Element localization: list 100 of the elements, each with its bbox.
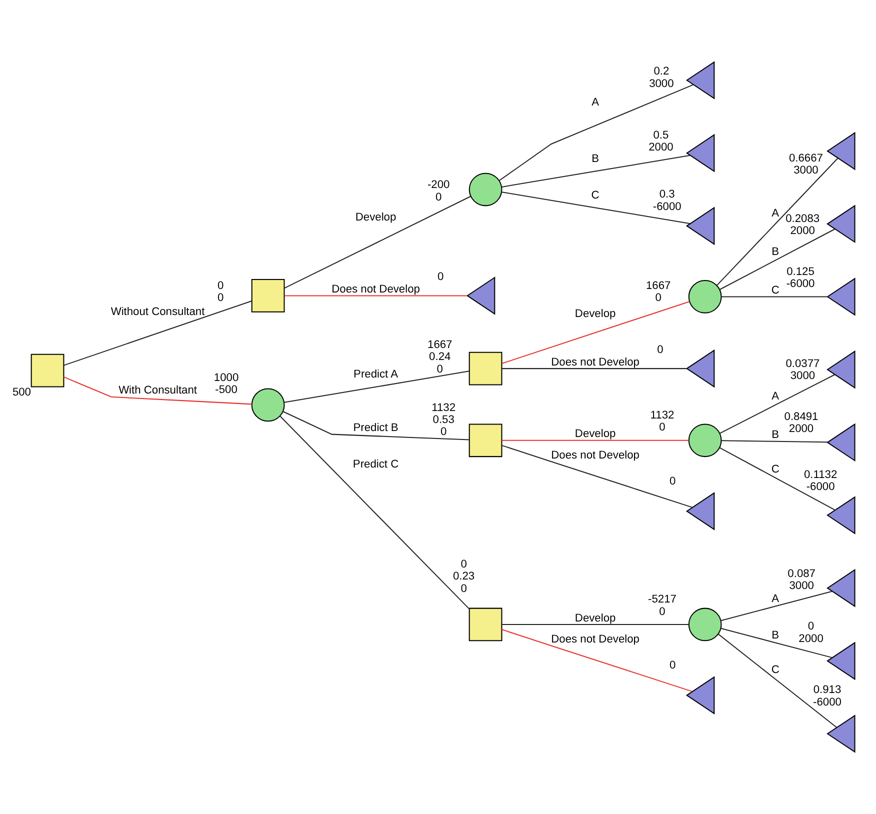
- edge-label: A: [772, 593, 780, 606]
- node-label: 1667: [646, 280, 671, 292]
- connector: [720, 628, 832, 658]
- node-label: 0.0377: [786, 358, 820, 370]
- node-circle: [688, 608, 722, 642]
- node-triangle: [826, 496, 856, 534]
- edge-label: Develop: [574, 428, 616, 440]
- node-label: 0.2: [654, 66, 670, 78]
- edge-label: C: [771, 664, 780, 676]
- node-label: -6000: [786, 278, 815, 290]
- edge-label: Without Consultant: [110, 306, 205, 318]
- connector: [719, 447, 836, 510]
- node-box: [468, 608, 502, 642]
- node-label: 0: [217, 280, 224, 292]
- node-label: -6000: [806, 481, 835, 494]
- node-label: 0: [808, 620, 814, 633]
- node-box: [30, 354, 64, 388]
- edge-label: B: [772, 429, 780, 442]
- connector: [284, 370, 470, 403]
- connector: [64, 376, 252, 405]
- node-label: 0.53: [432, 414, 454, 426]
- edge-label: Predict C: [352, 458, 399, 470]
- node-circle: [468, 172, 502, 206]
- node-label: 500: [12, 386, 31, 399]
- node-label: 0: [460, 558, 467, 571]
- edge-label: Does not Develop: [551, 449, 640, 462]
- node-label: 0: [659, 422, 666, 434]
- node-label: 0: [217, 292, 224, 304]
- node-label: 0.5: [653, 129, 669, 142]
- edge-label: A: [772, 390, 780, 403]
- node-label: 3000: [790, 370, 816, 382]
- connector: [280, 416, 470, 610]
- edge-label: Predict B: [353, 422, 398, 434]
- node-label: 0: [659, 606, 666, 618]
- node-triangle: [826, 423, 856, 462]
- node-label: -200: [427, 179, 450, 192]
- node-label: 0: [436, 363, 443, 376]
- node-label: 1132: [432, 402, 456, 414]
- connector: [716, 158, 838, 286]
- node-box: [468, 424, 502, 458]
- node-triangle: [686, 134, 715, 172]
- edge-label: B: [772, 246, 780, 258]
- node-label: 0.2083: [786, 212, 820, 225]
- node-label: 0.6667: [788, 152, 823, 165]
- connector: [720, 374, 835, 434]
- node-triangle: [686, 349, 715, 388]
- node-label: 0: [657, 344, 664, 356]
- connector: [502, 192, 690, 224]
- node-triangle: [826, 278, 856, 316]
- node-label: 0.24: [429, 351, 451, 364]
- edge-label: Develop: [574, 308, 616, 320]
- node-label: -6000: [813, 696, 842, 708]
- connector: [64, 300, 252, 366]
- node-triangle: [686, 492, 715, 530]
- node-label: 0.8491: [784, 410, 818, 423]
- node-triangle: [826, 714, 856, 753]
- node-label: 2000: [788, 423, 814, 436]
- edge-label: Develop: [574, 612, 616, 624]
- node-label: 1667: [428, 338, 452, 351]
- connector: [502, 440, 689, 441]
- connector: [502, 444, 692, 508]
- connector: [502, 154, 690, 188]
- node-circle: [688, 280, 722, 314]
- connector: [720, 590, 832, 622]
- node-label: 0: [460, 582, 467, 595]
- edge-label: A: [592, 96, 600, 108]
- edge-label: C: [771, 284, 780, 296]
- edge-label: Does not Develop: [332, 283, 420, 296]
- edge-label: Does not Develop: [551, 356, 640, 368]
- node-label: 3000: [649, 78, 674, 90]
- edge-label: Develop: [355, 212, 396, 224]
- connector: [499, 84, 694, 181]
- node-label: 0: [669, 475, 676, 488]
- node-label: 3000: [789, 580, 814, 592]
- edge-label: A: [772, 208, 780, 220]
- node-triangle: [826, 568, 856, 608]
- node-triangle: [826, 350, 856, 389]
- node-label: 2000: [798, 632, 824, 645]
- connector: [502, 301, 690, 364]
- node-circle: [688, 424, 722, 458]
- node-triangle: [686, 676, 715, 714]
- node-triangle: [686, 61, 715, 100]
- node-label: 0: [437, 270, 444, 283]
- node-label: 0.23: [452, 570, 475, 583]
- node-triangle: [826, 204, 856, 244]
- edge-label: B: [592, 152, 600, 165]
- node-box: [468, 352, 502, 386]
- node-label: 0: [669, 659, 676, 672]
- node-box: [251, 279, 285, 312]
- connector: [718, 634, 837, 728]
- edge-label: Predict A: [354, 368, 398, 380]
- connector: [282, 411, 470, 440]
- node-triangle: [686, 206, 715, 246]
- edge-label: With Consultant: [118, 384, 197, 397]
- node-label: 1132: [650, 410, 674, 422]
- edge-label: C: [591, 189, 600, 202]
- edge-label: Does not Develop: [551, 634, 640, 646]
- node-label: -500: [215, 384, 238, 396]
- node-label: -6000: [652, 200, 682, 213]
- node-label: 0: [440, 426, 447, 438]
